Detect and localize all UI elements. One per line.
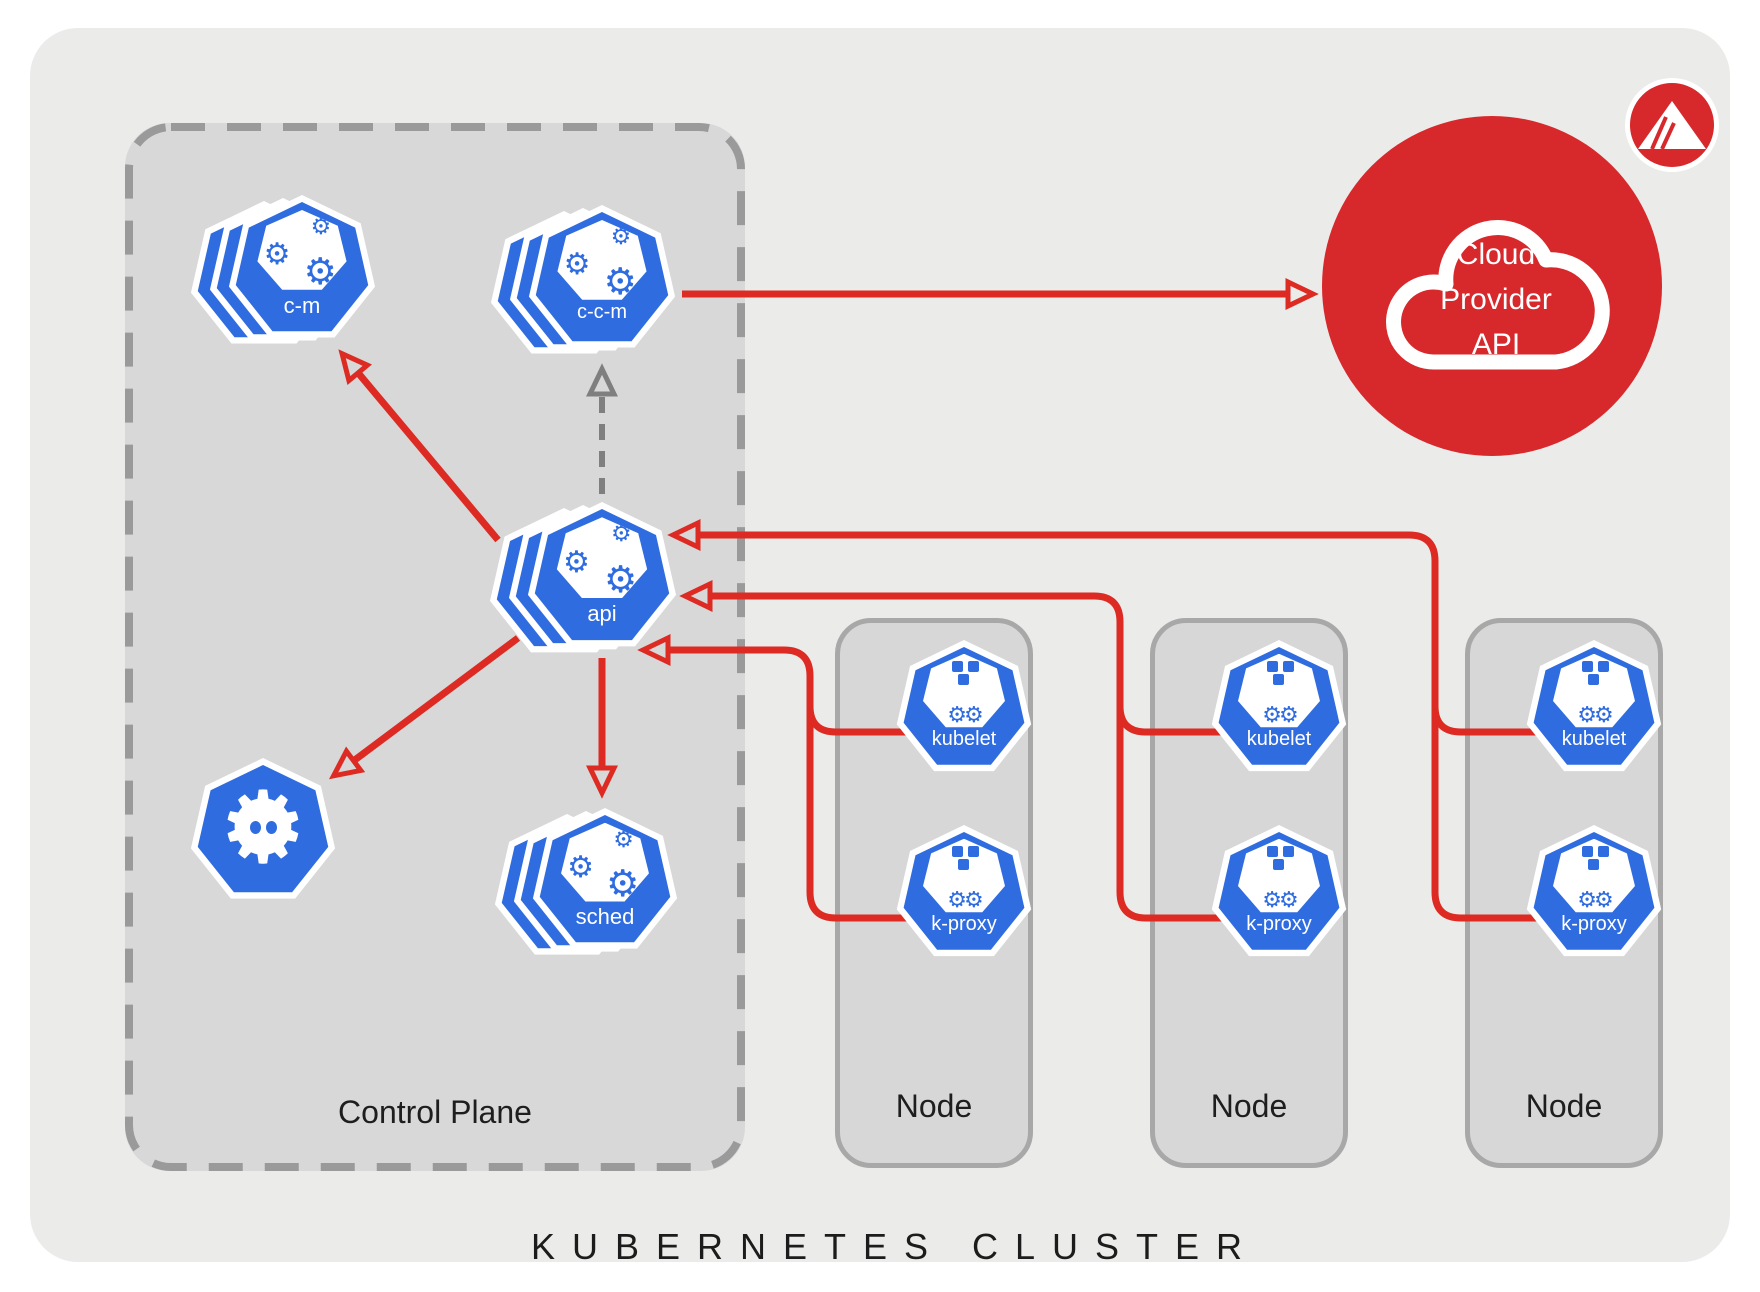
- component-controller-manager: ⚙⚙⚙ c-m: [190, 195, 377, 345]
- component-label: kubelet: [1246, 728, 1312, 751]
- hexagon: ⚙⚙ k-proxy: [1211, 825, 1347, 957]
- cloud-line-1: Cloud: [1456, 238, 1536, 271]
- component-label: sched: [575, 904, 635, 930]
- component-label: k-proxy: [1246, 913, 1312, 936]
- wire-node1-kubelet-branch: [806, 705, 908, 736]
- cubes-gears-icon: ⚙⚙: [1238, 838, 1320, 913]
- wire-node2-kubelet-branch: [1116, 705, 1222, 736]
- component-api-server: ⚙⚙⚙ api: [489, 502, 678, 654]
- cloud-line-3: API: [1471, 328, 1521, 361]
- component-label: k-proxy: [931, 913, 997, 936]
- wire-node2-to-api: [679, 580, 1222, 922]
- hexagon: ⚙⚙ k-proxy: [896, 825, 1032, 957]
- cubes-gears-icon: ⚙⚙: [923, 838, 1005, 913]
- component-label: c-m: [283, 292, 321, 318]
- wire-node3-to-api: [667, 519, 1537, 922]
- component-kproxy-2: ⚙⚙ k-proxy: [1210, 825, 1348, 963]
- gears-icon: ⚙⚙⚙: [556, 517, 648, 599]
- cloud-icon: [1386, 220, 1610, 370]
- cloud-line-2: Provider: [1440, 283, 1552, 316]
- node-label: Node: [1210, 1088, 1288, 1124]
- hexagon: ⚙⚙ kubelet: [896, 640, 1032, 772]
- node-label: Node: [1525, 1088, 1603, 1124]
- etcd-face-icon: ⚙: [191, 758, 335, 899]
- gears-icon: ⚙⚙⚙: [561, 822, 649, 902]
- arrow-api-to-etcd: [328, 635, 521, 780]
- wire-node3-kubelet-branch: [1431, 705, 1537, 736]
- component-label: k-proxy: [1561, 913, 1627, 936]
- hexagon: ⚙: [190, 758, 336, 899]
- cloud-provider-circle: [1322, 116, 1662, 456]
- cubes-gears-icon: ⚙⚙: [1238, 653, 1320, 728]
- cubes-gears-icon: ⚙⚙: [923, 653, 1005, 728]
- connector-lines: [125, 123, 1537, 1171]
- hexagon: ⚙⚙⚙ sched: [532, 808, 678, 949]
- wire-node1-to-api: [637, 634, 908, 922]
- diagram-title: KUBERNETES CLUSTER: [530, 1226, 1260, 1267]
- component-label: kubelet: [1561, 728, 1627, 751]
- hexagon: ⚙⚙ kubelet: [1211, 640, 1347, 772]
- cubes-gears-icon: ⚙⚙: [1553, 653, 1635, 728]
- component-etcd: ⚙: [189, 758, 337, 906]
- cluster-container: Control Plane Node Node Node: [30, 28, 1730, 1267]
- component-cloud-controller-manager: ⚙⚙⚙ c-c-m: [490, 205, 677, 355]
- hexagon: ⚙⚙⚙ c-m: [228, 195, 376, 338]
- control-plane-label: Control Plane: [338, 1094, 532, 1130]
- hexagon: ⚙⚙⚙ api: [527, 502, 677, 647]
- component-scheduler: ⚙⚙⚙ sched: [494, 808, 679, 956]
- component-kproxy-1: ⚙⚙ k-proxy: [895, 825, 1033, 963]
- node-label: Node: [895, 1088, 973, 1124]
- hexagon: ⚙⚙ kubelet: [1526, 640, 1662, 772]
- component-kubelet-2: ⚙⚙ kubelet: [1210, 640, 1348, 778]
- component-kubelet-3: ⚙⚙ kubelet: [1525, 640, 1663, 778]
- component-label: c-c-m: [577, 301, 627, 323]
- component-label: kubelet: [931, 728, 997, 751]
- gears-icon: ⚙⚙⚙: [557, 220, 647, 300]
- hexagon: ⚙⚙ k-proxy: [1526, 825, 1662, 957]
- striped-triangle-logo: [1638, 101, 1706, 150]
- cloud-provider-text: Cloud Provider API: [1386, 232, 1606, 367]
- arrow-api-to-cm: [338, 349, 501, 543]
- brand-badge: [1625, 78, 1719, 172]
- component-kubelet-1: ⚙⚙ kubelet: [895, 640, 1033, 778]
- gears-icon: ⚙⚙⚙: [257, 210, 347, 290]
- hexagon: ⚙⚙⚙ c-c-m: [528, 205, 676, 348]
- component-kproxy-3: ⚙⚙ k-proxy: [1525, 825, 1663, 963]
- component-label: api: [587, 600, 617, 626]
- cubes-gears-icon: ⚙⚙: [1553, 838, 1635, 913]
